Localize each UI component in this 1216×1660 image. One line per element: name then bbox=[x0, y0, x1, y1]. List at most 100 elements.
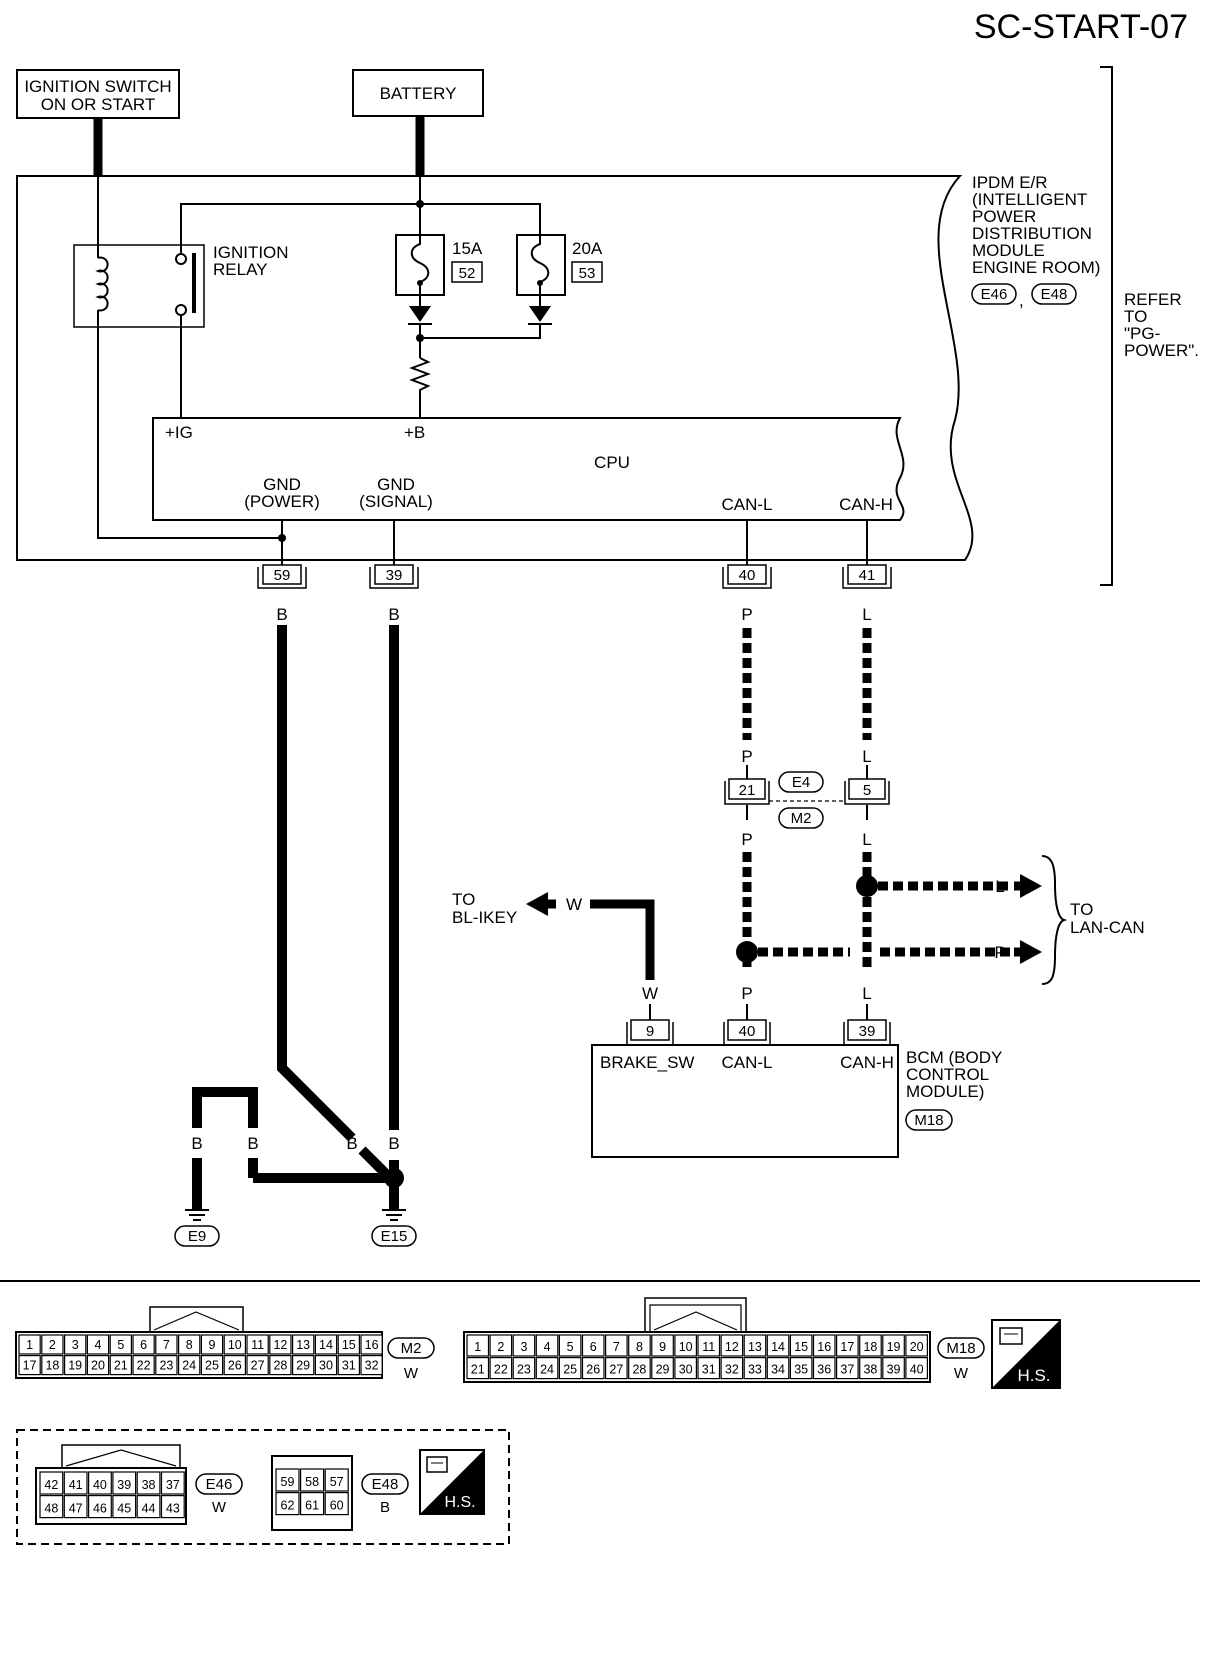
ipdm-label: IPDM E/R (INTELLIGENT POWER DISTRIBUTION… bbox=[971, 173, 1100, 310]
e46-cavity bbox=[39, 1494, 64, 1519]
ipdm-outline bbox=[16, 175, 974, 561]
to-lan-can-2: LAN-CAN bbox=[1070, 918, 1145, 937]
m18-pin-number: 26 bbox=[586, 1363, 600, 1377]
refer-label: REFER TO "PG- POWER". bbox=[1124, 290, 1199, 360]
m2-pin-number: 25 bbox=[205, 1359, 219, 1373]
m18-pin-number: 7 bbox=[613, 1340, 620, 1354]
m2-cavity bbox=[155, 1334, 178, 1355]
ignition-relay-label-1: IGNITION bbox=[213, 243, 289, 262]
ground-e15-label: E15 bbox=[381, 1228, 408, 1245]
m18-pin-number: 40 bbox=[910, 1363, 924, 1377]
harness-connector-icon bbox=[999, 1327, 1023, 1345]
fuse-53-number: 53 bbox=[579, 265, 596, 282]
hs-label: H.S. bbox=[1017, 1366, 1050, 1385]
refer-line-4: POWER". bbox=[1124, 341, 1199, 360]
ipdm-pin-39: 39 bbox=[369, 564, 419, 589]
m18-cavity bbox=[558, 1356, 582, 1380]
e46-pin-number: 38 bbox=[142, 1478, 156, 1492]
m2-cavity bbox=[18, 1354, 41, 1376]
e46-pin-number: 48 bbox=[44, 1502, 58, 1516]
m2-cavity bbox=[18, 1334, 41, 1355]
m2-pin-number: 31 bbox=[342, 1359, 356, 1373]
arrow-right-icon bbox=[1020, 940, 1042, 964]
diode-icon bbox=[409, 306, 431, 322]
ipdm-pin-41: 41 bbox=[842, 564, 892, 589]
arrow-left-icon bbox=[526, 892, 548, 916]
m2-cavity bbox=[269, 1354, 292, 1376]
arrow-right-icon bbox=[1020, 874, 1042, 898]
e46-cavity bbox=[87, 1494, 112, 1519]
m18-pin-number: 4 bbox=[544, 1340, 551, 1354]
m18-pin-number: 37 bbox=[840, 1363, 854, 1377]
ignition-relay: IGNITION RELAY bbox=[73, 176, 289, 539]
fuse-icon bbox=[530, 235, 550, 295]
splice-icon bbox=[856, 875, 878, 897]
refer-line-3: "PG- bbox=[1124, 324, 1160, 343]
wire-color-p: P bbox=[741, 830, 752, 849]
m2-pin-number: 13 bbox=[296, 1338, 310, 1352]
m18-pin-number: 11 bbox=[702, 1340, 715, 1354]
bcm-line-3: MODULE) bbox=[906, 1082, 984, 1101]
m2-cavity bbox=[109, 1354, 132, 1376]
m18-connector-color: W bbox=[954, 1365, 969, 1382]
fuse-52: 15A 52 bbox=[395, 234, 483, 296]
gnd-power-label-1: GND bbox=[263, 475, 301, 494]
m18-cavity bbox=[697, 1334, 721, 1357]
m18-pin-number: 31 bbox=[702, 1363, 716, 1377]
m18-pin-number: 38 bbox=[863, 1363, 877, 1377]
e46-pin-number: 37 bbox=[166, 1478, 180, 1492]
m18-cavity bbox=[697, 1356, 721, 1380]
bcm-connector-m18: M18 bbox=[914, 1112, 943, 1129]
m18-pin-number: 30 bbox=[679, 1363, 693, 1377]
m18-cavity bbox=[766, 1334, 790, 1357]
m18-cavity bbox=[905, 1334, 929, 1357]
wire-color-p: P bbox=[741, 605, 752, 624]
m18-pin-number: 39 bbox=[887, 1363, 901, 1377]
m18-pin-number: 8 bbox=[636, 1340, 643, 1354]
wire-color-b: B bbox=[346, 1134, 357, 1153]
pin-59-number: 59 bbox=[274, 567, 291, 584]
m18-pin-number: 5 bbox=[567, 1340, 574, 1354]
to-bl-ikey-2: BL-IKEY bbox=[452, 908, 517, 927]
m18-pin-number: 17 bbox=[840, 1340, 854, 1354]
m2-cavity bbox=[246, 1334, 269, 1355]
m2-cavity bbox=[223, 1354, 246, 1376]
m2-pin-number: 32 bbox=[365, 1359, 379, 1373]
wire-color-b: B bbox=[388, 1134, 399, 1153]
e46-pin-number: 43 bbox=[166, 1502, 180, 1516]
hs-label: H.S. bbox=[444, 1494, 475, 1511]
e46-pin-number: 40 bbox=[93, 1478, 107, 1492]
wire-color-l: L bbox=[995, 877, 1004, 896]
m18-cavity bbox=[882, 1334, 905, 1357]
m18-cavity bbox=[835, 1356, 859, 1380]
ground-e9: E9 bbox=[174, 1209, 220, 1247]
fuse-53: 20A 53 bbox=[516, 234, 603, 296]
e48-cavity bbox=[324, 1491, 349, 1516]
relay-contact-icon bbox=[192, 253, 196, 313]
m18-cavity bbox=[812, 1334, 836, 1357]
harness-connector-icon bbox=[426, 1456, 448, 1473]
wire-color-b: B bbox=[247, 1134, 258, 1153]
refer-line-2: TO bbox=[1124, 307, 1147, 326]
e46-pin-number: 44 bbox=[142, 1502, 156, 1516]
battery-label: BATTERY bbox=[380, 84, 457, 103]
m2-pin-number: 19 bbox=[68, 1359, 82, 1373]
wire-color-b: B bbox=[276, 605, 287, 624]
m2-pin-number: 20 bbox=[91, 1359, 105, 1373]
ignition-relay-label-2: RELAY bbox=[213, 260, 268, 279]
m18-cavity bbox=[512, 1356, 536, 1380]
wire-color-b: B bbox=[191, 1134, 202, 1153]
bcm-can-h-label: CAN-H bbox=[840, 1053, 894, 1072]
m18-cavity bbox=[720, 1356, 744, 1380]
m18-cavity bbox=[558, 1334, 582, 1357]
m18-cavity bbox=[581, 1356, 605, 1380]
m18-cavity bbox=[581, 1334, 605, 1357]
ignition-switch-label-2: ON OR START bbox=[41, 95, 156, 114]
diode-icon bbox=[529, 306, 551, 322]
m18-cavity bbox=[789, 1334, 813, 1357]
m18-cavity bbox=[859, 1334, 882, 1357]
e48-cavity bbox=[324, 1468, 349, 1492]
